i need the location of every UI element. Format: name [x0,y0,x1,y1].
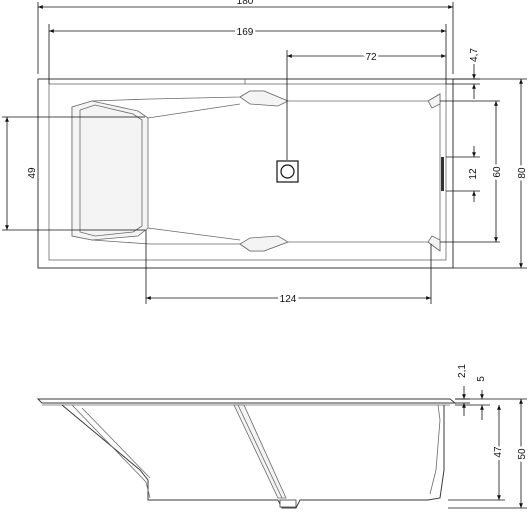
side-body [61,404,445,509]
foot-corner-bottom [427,235,441,252]
dim-backrest-width: 49 [27,167,38,179]
dim-rim-top: 4,7 [469,48,480,62]
dim-lip: 2,1 [457,364,468,378]
top-view: 180 169 72 4,7 49 12 60 [2,0,530,308]
dim-drain-height: 12 [468,168,479,180]
side-rim [36,398,457,404]
dim-inner-length: 169 [237,27,254,38]
tub-outer-rim [37,78,454,269]
dim-drain-offset: 72 [365,52,377,63]
side-drain [279,499,297,508]
tub-inner-edge [48,83,447,261]
slope-bevel-bottom [239,235,289,252]
dim-bottom-length: 124 [280,294,297,305]
backrest-inner [79,104,143,237]
foot-corner-top [427,93,441,109]
floor-edge-bottom [147,227,241,241]
dim-overall-length: 180 [237,0,254,7]
backrest [71,100,149,241]
side-view: 2,1 5 47 50 [36,364,530,509]
dim-rim: 5 [476,376,487,382]
floor-edge-top [147,103,241,119]
slope-bevel-top [239,90,289,107]
drain-icon [276,160,299,183]
dim-overall-width: 80 [517,167,528,179]
dim-depth: 47 [493,446,504,458]
dim-overall-height: 50 [517,448,528,460]
dim-inner-width: 60 [492,166,503,178]
overflow [441,157,444,191]
